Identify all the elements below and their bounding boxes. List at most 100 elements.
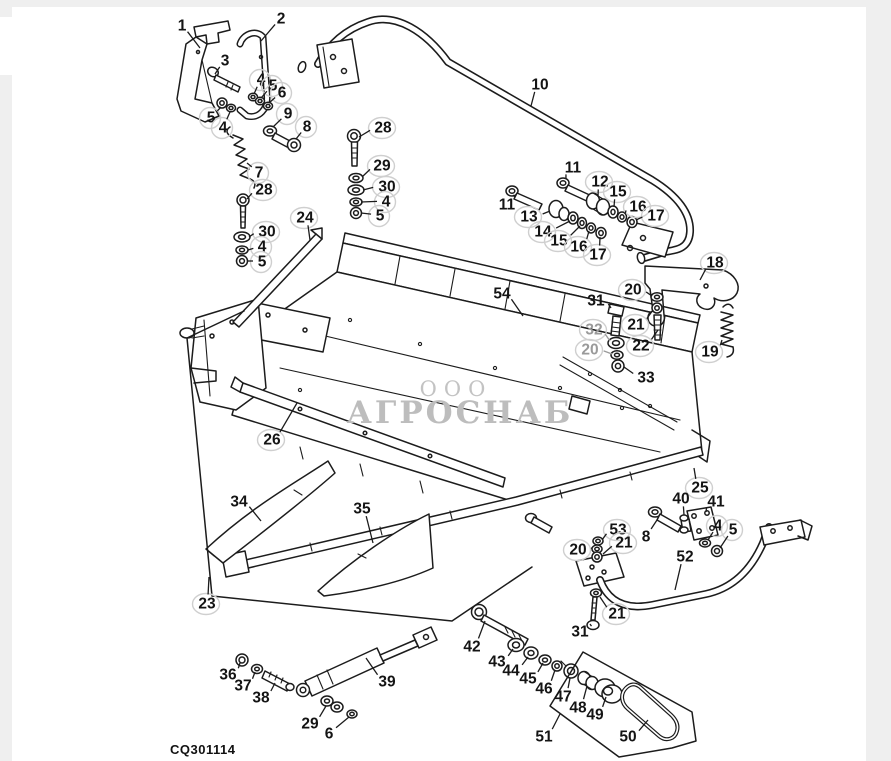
part-spring-19 — [720, 303, 735, 358]
svg-text:7: 7 — [255, 164, 264, 181]
svg-text:47: 47 — [554, 688, 571, 705]
callout-36: 36 — [219, 662, 241, 683]
callout-28: 28 — [246, 178, 278, 202]
part-handle-bar-10 — [297, 15, 695, 265]
callout-4: 4 — [705, 514, 729, 541]
part-belt-50 — [620, 682, 680, 742]
svg-text:28: 28 — [255, 181, 273, 198]
callout-5: 5 — [360, 204, 391, 228]
callout-51: 51 — [535, 713, 561, 745]
svg-text:2: 2 — [277, 10, 286, 27]
part-plate-41 — [686, 506, 719, 541]
callout-20: 20 — [562, 538, 593, 562]
svg-text:28: 28 — [374, 119, 392, 136]
callout-10: 10 — [530, 76, 549, 107]
svg-text:23: 23 — [198, 595, 216, 612]
callout-22: 22 — [625, 329, 659, 358]
svg-text:8: 8 — [303, 118, 312, 135]
svg-text:4: 4 — [382, 193, 391, 210]
svg-text:20: 20 — [581, 341, 598, 358]
part-bolt-stack-31-33 — [607, 303, 625, 373]
svg-text:5: 5 — [729, 521, 738, 538]
svg-text:43: 43 — [488, 653, 506, 670]
svg-text:32: 32 — [585, 321, 602, 338]
callout-45: 45 — [519, 662, 544, 687]
callout-33: 33 — [623, 366, 655, 386]
svg-text:41: 41 — [707, 493, 725, 510]
watermark-ooo-text: ООО — [419, 377, 493, 401]
part-fasteners-36-37-38 — [235, 653, 295, 692]
part-washer-4-nut-5-lower — [698, 538, 724, 558]
svg-text:4: 4 — [714, 517, 723, 534]
svg-text:22: 22 — [632, 337, 649, 354]
callout-35: 35 — [353, 500, 374, 544]
part-washers-29-6 — [320, 695, 358, 719]
callout-48: 48 — [569, 685, 588, 716]
callout-23: 23 — [191, 576, 221, 616]
part-bracket-1 — [176, 20, 231, 123]
svg-text:18: 18 — [706, 254, 724, 271]
callout-4: 4 — [360, 190, 397, 214]
part-bolt-3 — [206, 66, 241, 93]
callout-2: 2 — [260, 10, 286, 42]
svg-text:31: 31 — [571, 623, 589, 640]
part-hardware-row-upper — [556, 177, 638, 229]
svg-text:8: 8 — [642, 528, 651, 545]
callout-4: 4 — [248, 68, 272, 95]
callout-44: 44 — [502, 656, 529, 679]
drawing-code: CQ301114 — [170, 742, 236, 757]
callout-15: 15 — [602, 180, 632, 208]
callout-31: 31 — [587, 292, 612, 309]
part-stack-53-20-21 — [591, 536, 604, 563]
part-bolt-8-lower — [647, 506, 689, 534]
part-carriage-bolt — [524, 512, 553, 534]
callout-20: 20 — [617, 278, 653, 302]
callout-20: 20 — [574, 338, 613, 362]
callout-16: 16 — [563, 230, 593, 259]
svg-text:21: 21 — [608, 605, 626, 622]
part-bolt-stack-mid — [346, 128, 365, 220]
watermark-company-name: АГРОСНАБ — [346, 395, 574, 431]
svg-text:6: 6 — [278, 84, 287, 101]
part-plate-51 — [549, 651, 697, 758]
svg-text:37: 37 — [234, 677, 251, 694]
callout-40: 40 — [672, 490, 690, 516]
svg-text:49: 49 — [586, 706, 604, 723]
svg-text:53: 53 — [609, 521, 627, 538]
svg-text:40: 40 — [672, 490, 689, 507]
svg-text:9: 9 — [284, 105, 293, 122]
callout-18: 18 — [699, 251, 729, 281]
svg-text:50: 50 — [619, 728, 636, 745]
left-margin-notch — [0, 17, 12, 75]
callout-39: 39 — [365, 657, 396, 690]
part-bolt-42 — [470, 603, 529, 646]
svg-text:20: 20 — [624, 281, 641, 298]
svg-text:3: 3 — [221, 52, 230, 69]
part-washers-4-5-6 — [216, 92, 274, 113]
callout-13: 13 — [513, 205, 551, 229]
part-pulley-49 — [594, 678, 623, 704]
svg-text:36: 36 — [219, 666, 237, 683]
svg-text:6: 6 — [325, 725, 334, 742]
callout-52: 52 — [674, 548, 694, 591]
callout-25: 25 — [684, 467, 714, 500]
svg-text:11: 11 — [565, 159, 582, 176]
callout-14: 14 — [527, 220, 571, 244]
callout-6: 6 — [325, 716, 350, 742]
part-bolt-31-lower — [586, 588, 603, 631]
svg-text:16: 16 — [570, 238, 588, 255]
parts-linework — [176, 15, 813, 758]
svg-text:5: 5 — [376, 207, 385, 224]
svg-text:17: 17 — [647, 207, 664, 224]
svg-text:11: 11 — [499, 196, 516, 213]
svg-text:4: 4 — [219, 119, 228, 136]
part-bracket-18 — [644, 265, 739, 327]
svg-text:20: 20 — [569, 541, 586, 558]
callout-42: 42 — [463, 620, 486, 655]
svg-text:1: 1 — [178, 17, 187, 34]
callout-28: 28 — [358, 116, 397, 140]
svg-text:51: 51 — [535, 728, 553, 745]
callout-43: 43 — [488, 648, 514, 670]
part-bolt-stack-left — [233, 193, 251, 268]
svg-text:5: 5 — [258, 253, 267, 270]
